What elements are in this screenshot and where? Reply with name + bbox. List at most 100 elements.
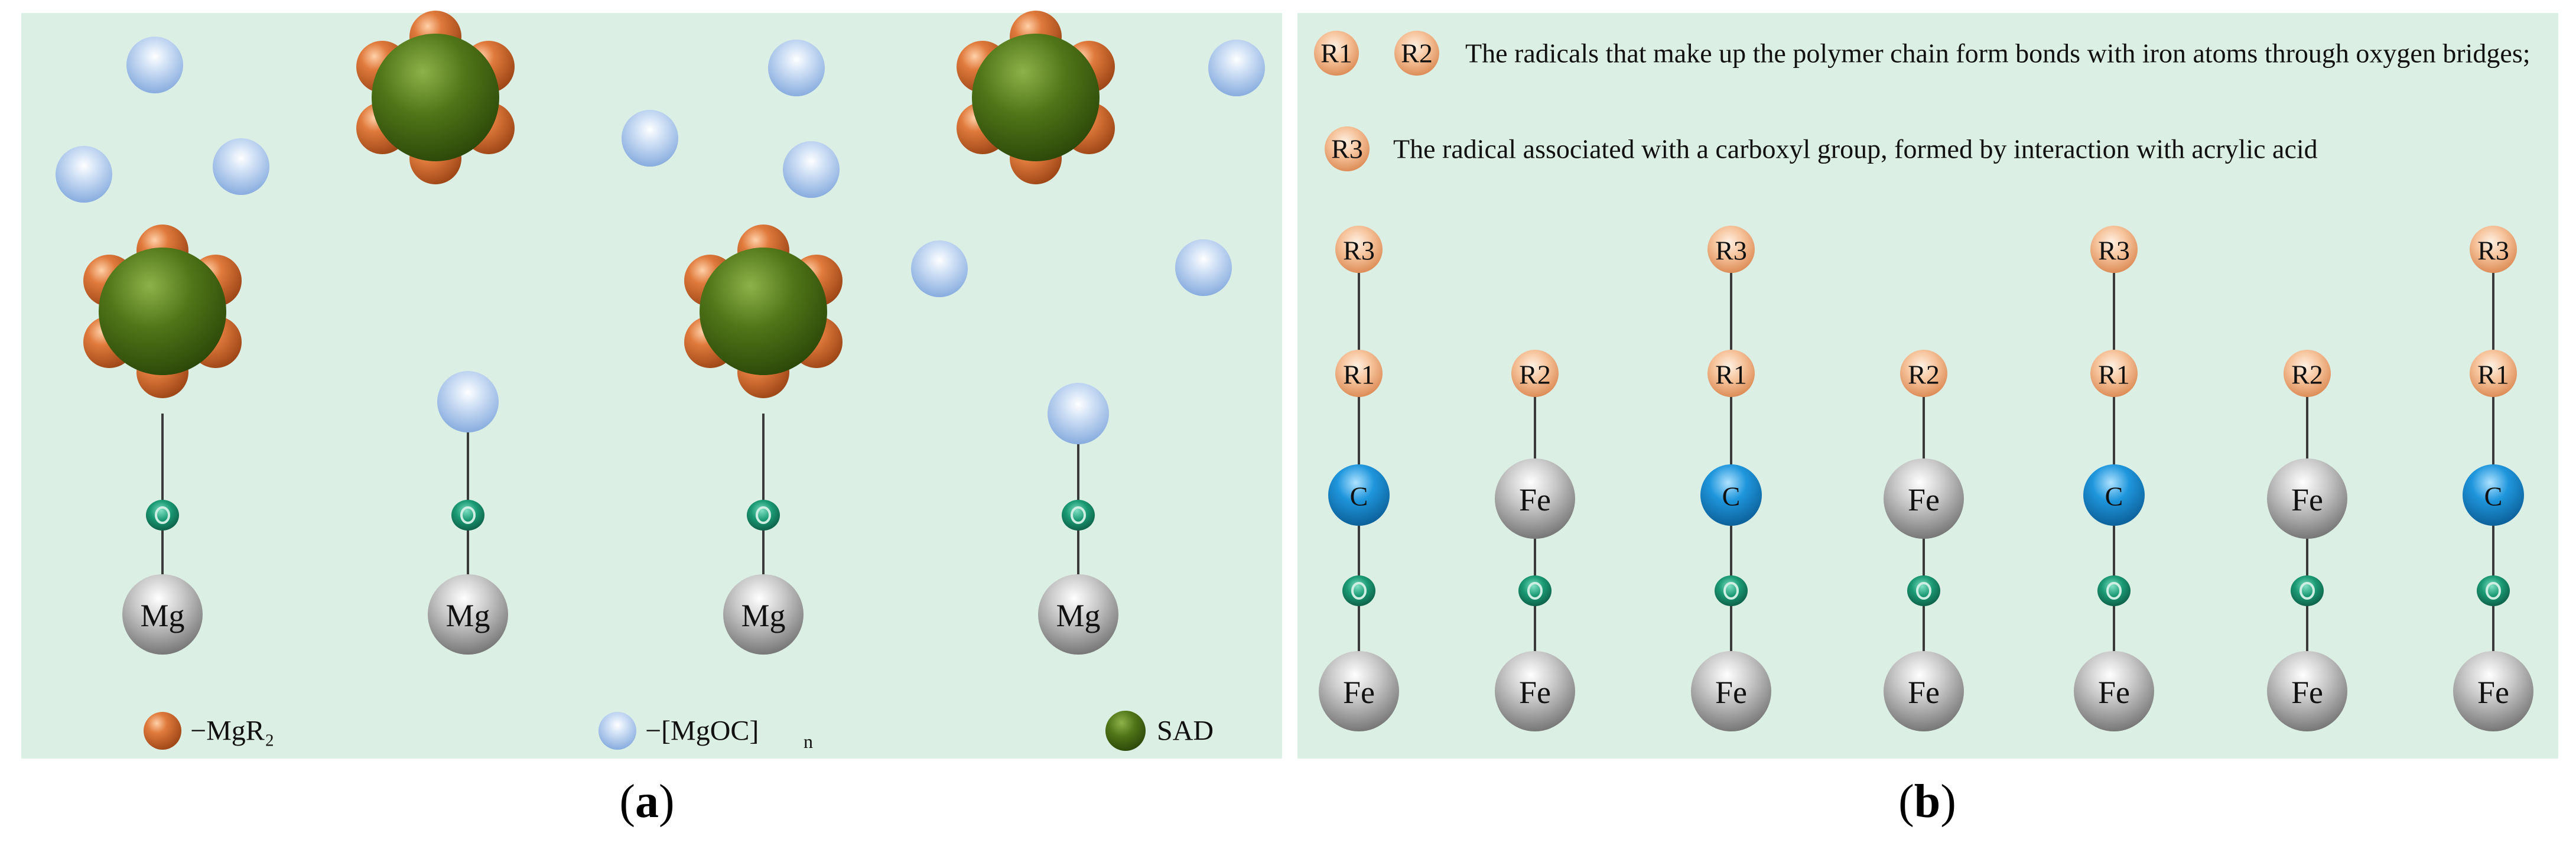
- sad-cluster: [83, 224, 242, 398]
- sad-cluster: [684, 224, 843, 398]
- iron-base-atom: Fe: [1319, 651, 1399, 731]
- iron-atom: Fe: [2267, 458, 2347, 539]
- iron-base-atom-label: Fe: [2098, 675, 2130, 710]
- sad-particle: [700, 248, 827, 375]
- r1-radical-label: R1: [2477, 360, 2509, 390]
- r3-radical: R3: [2090, 226, 2138, 273]
- panel-b-diagram: R3R1CFeR2FeFeR3R1CFeR2FeFeR3R1CFeR2FeFeR…: [1319, 226, 2533, 731]
- legend-mg-r2-label: −MgR₂: [190, 715, 275, 747]
- r1-radical-label: R1: [1715, 360, 1747, 390]
- carbon-atom: C: [1328, 464, 1390, 526]
- mg-anchor-chain: Mg: [723, 414, 804, 655]
- oxygen-atom: [747, 500, 780, 531]
- mg-oc-particle: [911, 240, 968, 297]
- svg-text:R3: R3: [1331, 134, 1363, 164]
- sad-particle: [972, 34, 1100, 161]
- mg-oc-particle: [1175, 239, 1232, 296]
- r3-radical-label: R3: [1343, 236, 1375, 266]
- iron-base-atom-label: Fe: [2477, 675, 2509, 710]
- r2-radical-label: R2: [1519, 360, 1551, 390]
- mg-oc-particle: [768, 40, 825, 96]
- r3-radical: R3: [1335, 226, 1383, 273]
- desc-r3-badge: R3: [1325, 126, 1370, 171]
- oxygen-atom: [1062, 500, 1095, 531]
- magnesium-atom: Mg: [1038, 574, 1118, 655]
- desc-line-1-text: The radicals that make up the polymer ch…: [1465, 38, 2531, 69]
- r3-radical: R3: [2470, 226, 2517, 273]
- legend-mg-r2-swatch: [144, 712, 181, 750]
- mg-oc-particle: [126, 37, 183, 93]
- desc-r2-badge: R2: [1394, 31, 1439, 76]
- r2-radical-label: R2: [2291, 360, 2323, 390]
- r3-radical-label: R3: [2098, 236, 2130, 266]
- carbon-atom-label: C: [1350, 481, 1368, 512]
- r1-radical-label: R1: [1343, 360, 1375, 390]
- oxygen-atom: [1518, 575, 1552, 606]
- carbon-atom: C: [2083, 464, 2145, 526]
- iron-atom: Fe: [1495, 458, 1575, 539]
- svg-text:R1: R1: [1320, 38, 1352, 69]
- mg-oc-particle: [56, 146, 112, 203]
- carbon-atom-label: C: [2105, 481, 2123, 512]
- iron-base-atom: Fe: [1691, 651, 1771, 731]
- magnesium-atom: Mg: [428, 574, 508, 655]
- carbon-atom-label: C: [2484, 481, 2503, 512]
- oxygen-atom: [146, 500, 179, 531]
- magnesium-atom-label: Mg: [1056, 598, 1100, 633]
- mg-anchor-chain: Mg: [1038, 383, 1118, 655]
- r2-radical: R2: [1900, 350, 1947, 397]
- magnesium-atom-label: Mg: [741, 598, 785, 633]
- carbon-atom: C: [2463, 464, 2524, 526]
- carbon-atom-label: C: [1722, 481, 1741, 512]
- r2-radical: R2: [2284, 350, 2331, 397]
- iron-base-atom-label: Fe: [1715, 675, 1747, 710]
- iron-base-atom: Fe: [2074, 651, 2154, 731]
- r1-radical-label: R1: [2098, 360, 2130, 390]
- iron-base-atom: Fe: [2267, 651, 2347, 731]
- oxygen-atom: [1907, 575, 1940, 606]
- mg-oc-particle: [1208, 40, 1265, 96]
- magnesium-atom: Mg: [122, 574, 203, 655]
- r3-radical: R3: [1707, 226, 1755, 273]
- magnesium-atom-label: Mg: [445, 598, 490, 633]
- iron-base-atom-label: Fe: [1343, 675, 1375, 710]
- iron-atom-label: Fe: [1519, 482, 1551, 518]
- iron-base-atom: Fe: [1495, 651, 1575, 731]
- panel-a-diagram: Mg Mg Mg Mg: [56, 11, 1265, 655]
- iron-base-atom-label: Fe: [1519, 675, 1551, 710]
- r1-radical: R1: [2470, 350, 2517, 397]
- legend-mg-oc-label: −[MgOC]: [645, 715, 759, 747]
- mg-oc-particle: [783, 141, 840, 198]
- oxygen-atom: [1715, 575, 1748, 606]
- mg-oc-particle: [1048, 383, 1109, 444]
- r3-radical-label: R3: [2477, 236, 2509, 266]
- iron-base-atom-label: Fe: [1908, 675, 1940, 710]
- iron-atom-label: Fe: [1908, 482, 1940, 518]
- legend-sad-swatch: [1105, 711, 1146, 751]
- magnesium-atom-label: Mg: [140, 598, 184, 633]
- oxygen-atom: [2477, 575, 2510, 606]
- iron-base-atom-label: Fe: [2291, 675, 2323, 710]
- sad-cluster: [957, 11, 1115, 184]
- magnesium-atom: Mg: [723, 574, 804, 655]
- legend-mg-oc-subscript: n: [804, 731, 813, 752]
- r1-radical: R1: [2090, 350, 2138, 397]
- sad-particle: [99, 248, 226, 375]
- iron-atom-label: Fe: [2291, 482, 2323, 518]
- r3-radical-label: R3: [1715, 236, 1747, 266]
- iron-atom: Fe: [1884, 458, 1964, 539]
- desc-r1-badge: R1: [1314, 31, 1359, 76]
- sad-cluster: [356, 11, 515, 184]
- legend-sad-label: SAD: [1157, 715, 1214, 747]
- oxygen-atom: [2291, 575, 2324, 606]
- mg-anchor-chain: Mg: [428, 371, 508, 655]
- panel-a-legend: −MgR₂ −[MgOC] n SAD: [144, 711, 1214, 752]
- mg-oc-particle: [437, 371, 499, 432]
